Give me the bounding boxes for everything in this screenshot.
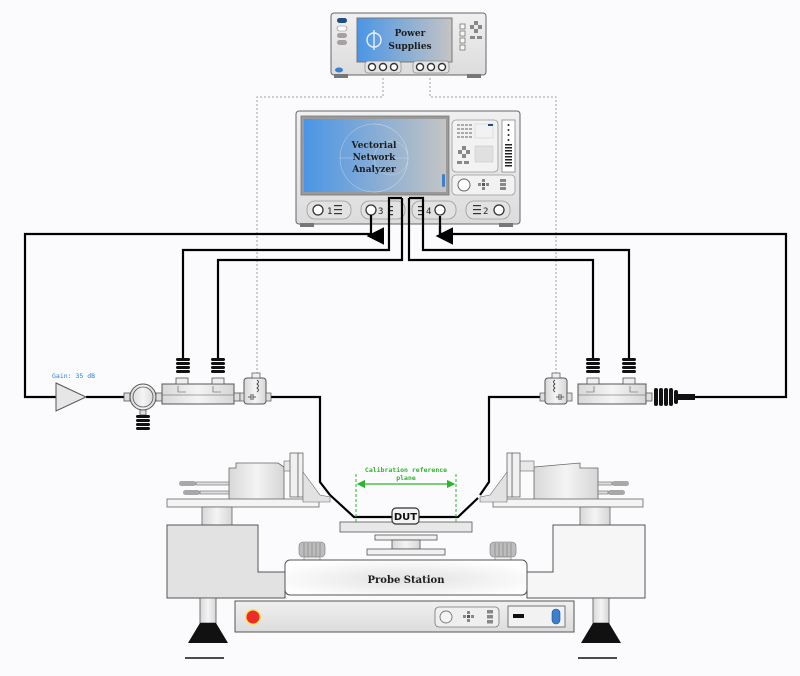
bias-line-right: [429, 78, 557, 376]
vna-screen: [304, 119, 446, 192]
probe-station-label: Probe Station: [368, 575, 446, 586]
amplifier-triangle-icon: [55, 382, 88, 412]
bias-line-left: [256, 78, 384, 376]
vna-instrument[interactable]: Vectorial Network Analyzer: [295, 110, 521, 227]
calibration-reference-plane: Calibration reference plane: [355, 466, 457, 522]
amplifier[interactable]: Gain: 35 dB: [52, 372, 95, 412]
vna-port-2[interactable]: 2: [473, 204, 505, 217]
svg-text:3: 3: [378, 207, 383, 217]
stage-knob-left[interactable]: [298, 541, 326, 562]
stage-knob-right[interactable]: [489, 541, 517, 562]
vna-screen-scrollbar[interactable]: [442, 174, 445, 187]
display-indicator: [513, 614, 524, 618]
vna-label-line1: Vectorial: [351, 141, 398, 151]
vna-keypad[interactable]: [451, 119, 499, 173]
vna-port-1[interactable]: 1: [312, 204, 342, 217]
vna-knob[interactable]: [457, 178, 471, 192]
control-knob[interactable]: [439, 610, 453, 624]
ps-button-3[interactable]: [337, 33, 347, 38]
cable-left-to-probe: [271, 395, 331, 496]
svg-text:4: 4: [426, 207, 431, 217]
rf-cables: [23, 196, 788, 519]
ps-button-1[interactable]: [337, 18, 347, 23]
vna-label-line3: Analyzer: [351, 165, 396, 175]
power-symbol-icon: [366, 30, 382, 50]
ps-power-button[interactable]: [335, 67, 343, 73]
calibration-label-line1: Calibration reference: [365, 466, 447, 474]
vna-led-strip: [501, 119, 516, 173]
cable-termination-to-port4: [438, 226, 788, 399]
left-directional-coupler[interactable]: [161, 358, 241, 405]
right-adjust-knobs[interactable]: [608, 481, 629, 495]
vna-port-3[interactable]: 3: [365, 204, 393, 217]
ps-screen: [356, 17, 453, 63]
ps-button-2[interactable]: [336, 25, 348, 32]
calibration-label-line2: plane: [396, 474, 416, 482]
ps-keypad[interactable]: [459, 23, 466, 51]
left-leg: [185, 597, 228, 659]
vna-dpad-icon[interactable]: [457, 146, 470, 164]
ps-button-4[interactable]: [337, 40, 347, 45]
amplifier-gain-label: Gain: 35 dB: [52, 372, 95, 380]
probe-station-label-panel: [284, 559, 528, 596]
cable-right-to-probe: [479, 395, 540, 496]
right-bias-tee[interactable]: [539, 372, 573, 405]
inductor-icon: [553, 379, 556, 393]
capacitor-icon: [248, 394, 256, 400]
left-micropositioner[interactable]: [166, 452, 331, 526]
power-supplies-instrument[interactable]: Power Supplies: [330, 12, 487, 78]
vna-nav-icon[interactable]: [478, 179, 489, 190]
power-switch[interactable]: [551, 608, 561, 625]
coupler-connector-icon: [586, 358, 636, 373]
svg-text:1: 1: [327, 207, 332, 217]
left-adjust-knobs[interactable]: [179, 481, 200, 495]
smith-chart-icon: [339, 123, 409, 193]
cable-right-coupler-tap-b: [421, 205, 631, 358]
ps-label-line2: Supplies: [388, 42, 431, 52]
capacitor-icon: [556, 394, 564, 400]
right-leg: [578, 597, 621, 659]
inductor-icon: [256, 379, 259, 393]
bias-lines: [256, 78, 557, 376]
cable-left-coupler-tap-a: [181, 205, 391, 358]
emergency-stop-button[interactable]: [246, 610, 260, 624]
dut-label: DUT: [394, 512, 417, 523]
right-micropositioner[interactable]: [479, 452, 644, 526]
probe-station[interactable]: Probe Station: [166, 452, 646, 659]
joystick-dpad-icon[interactable]: [463, 611, 474, 622]
vna-port-4[interactable]: 4: [418, 204, 446, 217]
vna-label-line2: Network: [353, 153, 397, 163]
left-bias-tee[interactable]: [239, 372, 272, 405]
right-directional-coupler[interactable]: [577, 358, 695, 406]
power-divider[interactable]: [123, 383, 163, 430]
ps-label-line1: Power: [395, 29, 426, 39]
coupler-connector-icon: [176, 358, 225, 373]
dut[interactable]: DUT: [391, 507, 420, 525]
termination-load-icon: [654, 388, 695, 406]
cable-left-coupler-tap-b: [216, 198, 404, 358]
ps-output-terminals[interactable]: [367, 62, 447, 72]
ps-dpad-icon[interactable]: [470, 21, 482, 39]
cable-right-coupler-tap-a: [407, 198, 595, 358]
divider-termination-icon: [136, 415, 150, 430]
svg-text:2: 2: [483, 207, 488, 217]
